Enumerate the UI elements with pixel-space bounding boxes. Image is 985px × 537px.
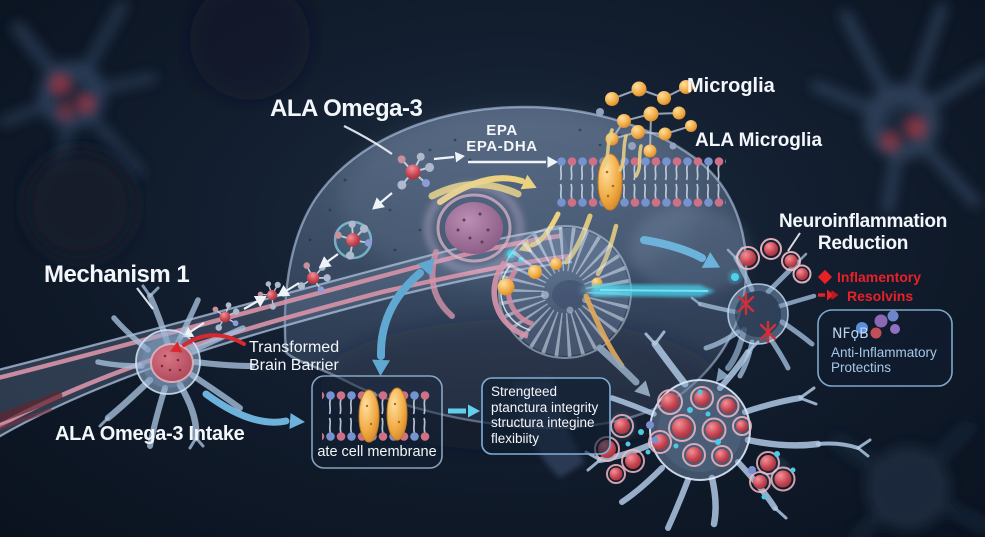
background-neuron-bottom-right — [831, 422, 985, 537]
benefit-box-text: Strengteed ptanctura integrity structura… — [491, 384, 598, 446]
epa-label: EPA — [486, 122, 518, 139]
cell-membrane-caption: ate cell membrane — [317, 444, 437, 460]
benefit-box — [481, 377, 611, 455]
brain-nucleus — [423, 181, 525, 319]
nfkb-line1: Anti-Inflammatory — [831, 345, 937, 360]
transformed-line2: Brain Barrier — [249, 357, 339, 374]
phagocytosing-neuron — [584, 330, 872, 531]
particle-cluster-right — [748, 451, 796, 500]
nfkb-box — [817, 309, 953, 387]
resolvins-label: Resolvins — [847, 288, 914, 304]
benefit-line3: structura integine — [491, 415, 595, 430]
neuroinflammation-line2: Reduction — [817, 233, 909, 254]
ala-omega3-intake-label: ALA Omega-3 Intake — [55, 423, 245, 445]
benefit-line2: ptanctura integrity — [491, 399, 599, 415]
blue-flow-arrows — [202, 236, 721, 429]
engulfed-particles — [648, 386, 752, 467]
ala-molecule-chain — [181, 144, 440, 338]
flow-arrows — [181, 192, 393, 338]
epa-dha-label: EPA-DHA — [466, 138, 538, 155]
nfkb-title: NFϙB — [832, 326, 869, 342]
mechanism-1-label: Mechanism 1 — [44, 261, 190, 288]
epa-conversion-arrows — [433, 151, 559, 168]
epa-label-group: EPA EPA-DHA — [458, 123, 546, 155]
background-blob-left — [25, 150, 135, 260]
legend-resolvins-row: Resolvins — [818, 288, 913, 304]
benefit-line1: Strengteed — [491, 384, 558, 399]
microglia-cell — [690, 238, 817, 379]
nfkb-box-molecules — [856, 310, 900, 339]
gray-arrows — [583, 293, 747, 397]
ala-omega3-label: ALA Omega-3 — [270, 95, 423, 122]
astrocyte-cell — [95, 284, 255, 450]
neuroinflammation-reduction-label: Neuroinflammation Reduction — [770, 211, 956, 255]
benefit-line4: flexibiity — [491, 430, 540, 446]
legend-inflammatory-row: Inflamentory — [817, 269, 922, 285]
transformed-line1: Transformed — [249, 339, 340, 356]
particle-cluster-left — [594, 412, 659, 484]
red-particles — [736, 238, 812, 284]
microglia-label: Microglia — [687, 75, 775, 97]
nfkb-line2: Protectins — [831, 360, 892, 375]
background-neuron-top-right — [810, 2, 985, 214]
label-pointer-lines — [136, 125, 801, 310]
background-blob-top — [190, 0, 310, 100]
inflammatory-label: Inflamentory — [837, 269, 922, 285]
red-activation-arrow — [182, 333, 246, 347]
cell-membrane-box-bilayer — [322, 387, 430, 443]
inflammatory-diamond-icon — [817, 269, 833, 285]
ala-microglia-label: ALA Microglia — [695, 130, 823, 151]
resolvins-arrow-icon — [818, 288, 840, 304]
neuroinflammation-line1: Neuroinflammation — [778, 211, 948, 232]
inflammation-asterisks — [737, 292, 777, 344]
dha-molecule-cluster — [596, 80, 697, 178]
cyan-glow-streak — [580, 284, 715, 297]
background-neuron-top-left — [0, 0, 157, 194]
transformed-brain-barrier-label: Transformed Brain Barrier — [249, 339, 339, 375]
